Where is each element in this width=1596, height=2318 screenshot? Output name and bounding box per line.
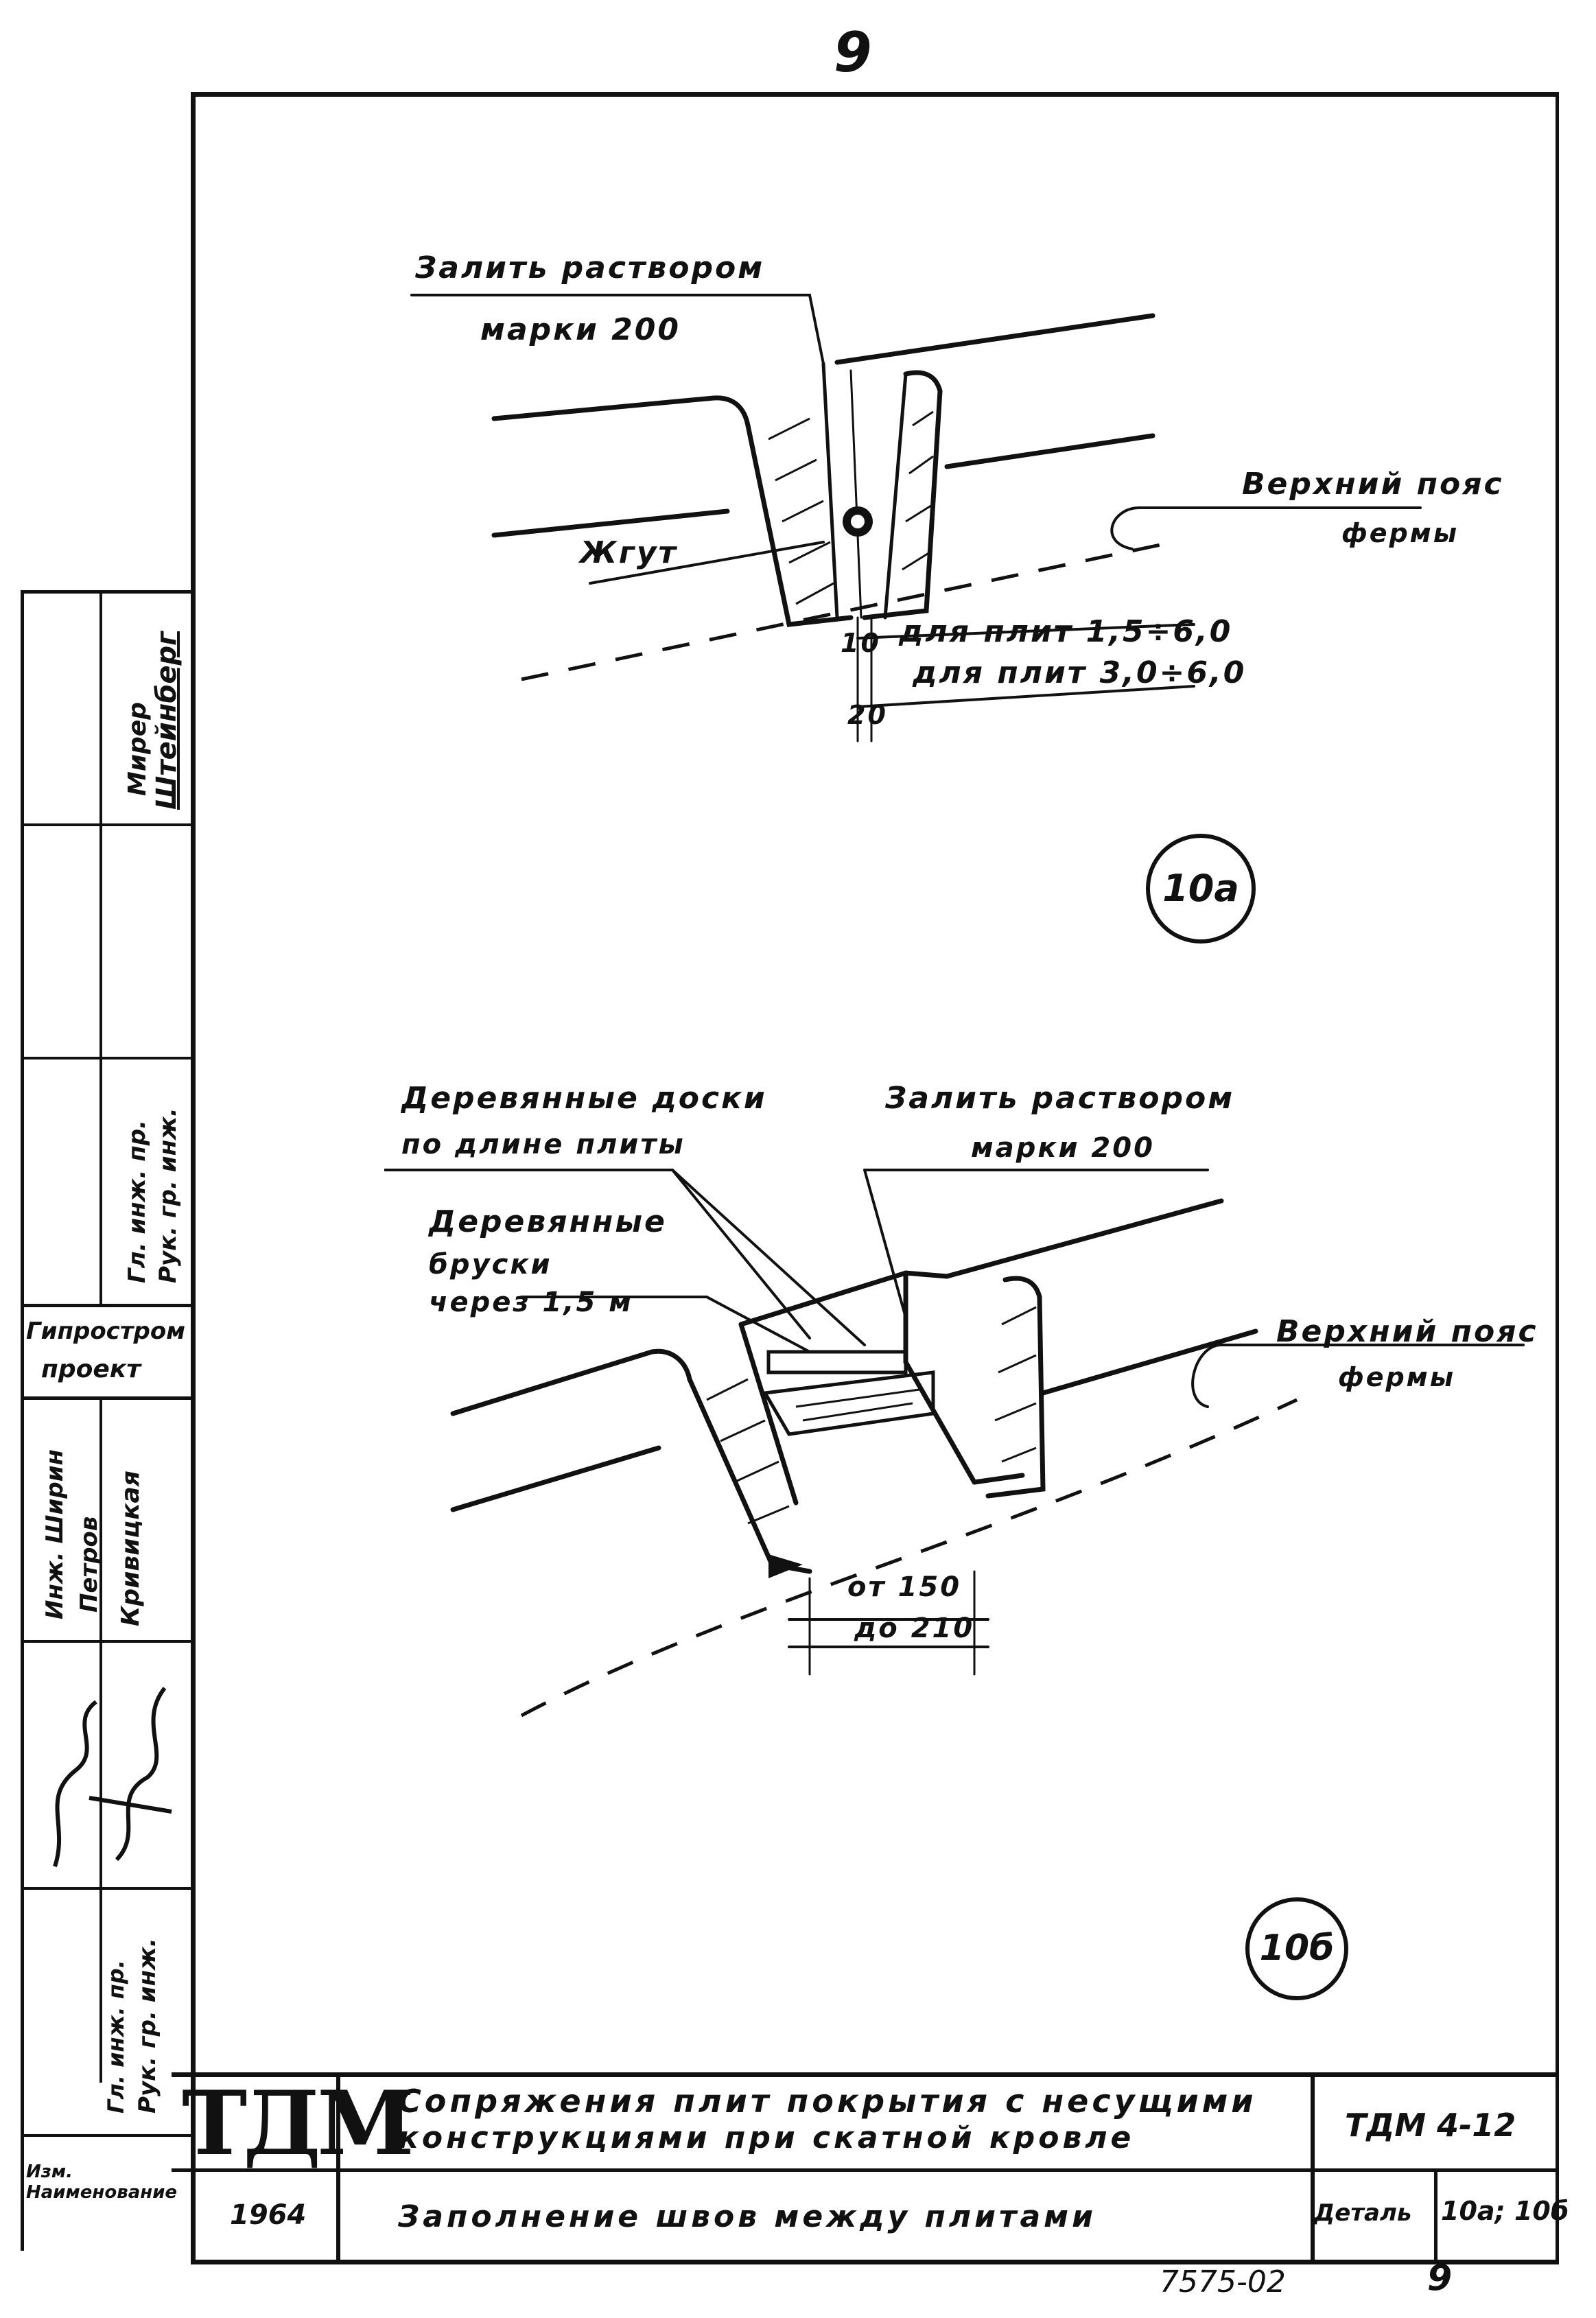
- stamp-org-line1: Гипростром: [26, 1318, 186, 1345]
- stamp-role-a2: Рук. гр. инж.: [154, 1108, 182, 1283]
- label-wooden-bars-2: бруски: [429, 1249, 552, 1280]
- dim-20-value: 20: [847, 700, 888, 730]
- series-code: ТДМ 4-12: [1345, 2107, 1516, 2144]
- label-tourniquet: Жгут: [580, 535, 679, 570]
- label-truss-chord-b2: фермы: [1338, 1362, 1456, 1392]
- label-truss-chord-a1: Верхний пояс: [1242, 467, 1504, 502]
- label-fill-mortar-a2: марки 200: [480, 312, 681, 347]
- stamp-name-b1: Инж. Ширин: [41, 1449, 69, 1619]
- stamp-org-line2: проект: [41, 1355, 141, 1383]
- detail-marker-10a: 10а: [1146, 834, 1256, 944]
- detail-10a-drawing: [410, 294, 1422, 742]
- detail-10b-drawing: [384, 1169, 1525, 1718]
- title-line-2: конструкциями при скатной кровле: [398, 2120, 1135, 2155]
- dim-from-150: от 150: [847, 1571, 962, 1603]
- title-subtitle: Заполнение швов между плитами: [398, 2199, 1096, 2234]
- label-wooden-bars-1: Деревянные: [429, 1204, 667, 1239]
- label-truss-chord-b1: Верхний пояс: [1276, 1314, 1538, 1349]
- approval-stamp: Мирер Штейнберг Гл. инж. пр. Рук. гр. ин…: [21, 590, 191, 2251]
- stamp-bottom-label: Изм. Наименование: [26, 2162, 178, 2203]
- title-line-1: Сопряжения плит покрытия с несущими: [398, 2083, 1257, 2120]
- dim-20-text: для плит 3,0÷6,0: [913, 655, 1247, 690]
- dim-to-210: до 210: [854, 1613, 975, 1644]
- document-code: 7575-02: [1160, 2264, 1286, 2299]
- detail-label: Деталь: [1314, 2199, 1412, 2227]
- dim-10-value: 10: [841, 628, 881, 658]
- page-number-bottom: 9: [1427, 2258, 1453, 2299]
- dim-10-text: для плит 1,5÷6,0: [899, 614, 1233, 649]
- stamp-name-a2: Штейнберг: [151, 631, 183, 810]
- stamp-role-b2: Рук. гр. инж.: [134, 1938, 161, 2114]
- title-year: 1964: [230, 2199, 307, 2231]
- label-wooden-bars-3: через 1,5 м: [429, 1287, 633, 1318]
- signature-1: [53, 1687, 172, 1867]
- stamp-role-b1: Гл. инж. пр.: [103, 1960, 129, 2114]
- title-block: ТДМ 1964 Сопряжения плит покрытия с несу…: [172, 2072, 1569, 2264]
- label-fill-mortar-b2: марки 200: [971, 1132, 1155, 1164]
- stamp-name-b3: Кривицкая: [117, 1471, 145, 1626]
- stamp-role-a1: Гл. инж. пр.: [124, 1120, 151, 1283]
- label-wooden-boards-2: по длине плиты: [401, 1129, 685, 1160]
- stamp-name-a1: Мирер: [124, 701, 152, 796]
- stamp-name-b2: Петров: [75, 1516, 103, 1613]
- sheet-frame: [191, 92, 1559, 2264]
- detail-marker-10b: 10б: [1245, 1897, 1348, 2000]
- label-wooden-boards-1: Деревянные доски: [401, 1081, 767, 1116]
- detail-value: 10а; 10б: [1441, 2196, 1569, 2226]
- tdm-logo: ТДМ: [182, 2072, 414, 2175]
- label-fill-mortar-a1: Залить раствором: [415, 250, 765, 285]
- label-truss-chord-a2: фермы: [1341, 518, 1459, 548]
- label-fill-mortar-b1: Залить раствором: [885, 1081, 1235, 1116]
- page-number-top: 9: [834, 21, 872, 84]
